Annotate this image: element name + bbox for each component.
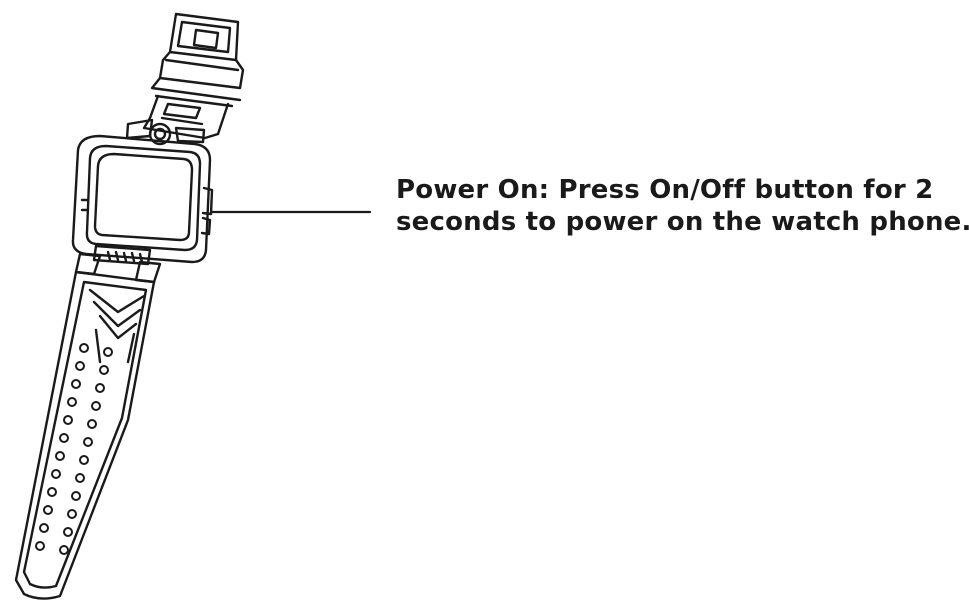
strap-holes [35,343,113,555]
instruction-line-2: seconds to power on the watch phone. [396,207,969,237]
instruction-line-1: Power On: Press On/Off button for 2 [396,175,934,205]
bottom-strap [14,270,156,600]
power-on-instruction: Power On: Press On/Off button for 2 seco… [396,174,969,238]
top-strap-buckle [142,12,245,140]
watch-case [71,118,214,284]
